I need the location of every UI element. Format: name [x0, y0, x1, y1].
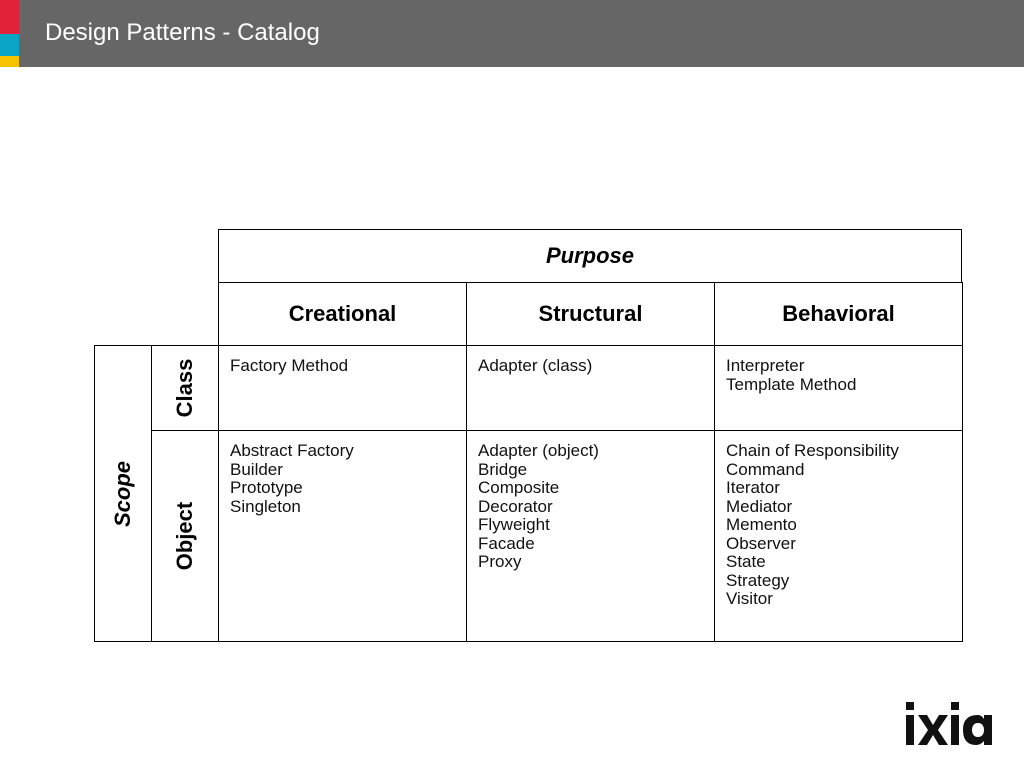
- row-header-object: Object: [151, 430, 219, 642]
- pattern-item: Chain of Responsibility: [726, 441, 899, 460]
- cell-class-creational: Factory Method: [218, 345, 467, 431]
- pattern-item: Visitor: [726, 589, 773, 608]
- pattern-item: Decorator: [478, 496, 553, 516]
- pattern-list: Adapter (class): [478, 356, 593, 376]
- cell-object-creational: Abstract Factory Builder Prototype Singl…: [218, 430, 467, 642]
- pattern-item: Proxy: [478, 552, 522, 571]
- scope-label: Scope: [110, 460, 135, 527]
- pattern-list: Interpreter Template Method: [726, 356, 857, 394]
- category-header-structural: Structural: [466, 282, 715, 346]
- accent-cyan: [0, 34, 19, 56]
- category-label: Behavioral: [782, 301, 895, 326]
- cell-class-behavioral: Interpreter Template Method: [714, 345, 963, 431]
- pattern-item: State: [726, 552, 766, 571]
- accent-yellow: [0, 56, 19, 67]
- row-header-class: Class: [151, 345, 219, 431]
- pattern-item: Facade: [478, 533, 535, 553]
- cell-object-structural: Adapter (object) Bridge Composite Decora…: [466, 430, 715, 642]
- row-label-class: Class: [172, 358, 197, 418]
- purpose-header-cell: Purpose: [218, 229, 962, 283]
- category-label: Creational: [288, 301, 397, 326]
- ixia-logo-icon: [906, 702, 992, 745]
- pattern-list: Factory Method: [230, 356, 349, 376]
- pattern-item: Adapter (class): [478, 356, 593, 375]
- scope-header-cell: Scope: [94, 345, 152, 642]
- pattern-list: Adapter (object) Bridge Composite Decora…: [478, 441, 599, 572]
- pattern-item: Template Method: [726, 374, 857, 394]
- category-header-creational: Creational: [218, 282, 467, 346]
- pattern-item: Strategy: [726, 570, 790, 590]
- pattern-item: Iterator: [726, 478, 780, 497]
- pattern-list: Abstract Factory Builder Prototype Singl…: [230, 441, 354, 516]
- row-label-object: Object: [172, 501, 197, 571]
- pattern-item: Mediator: [726, 496, 793, 516]
- pattern-item: Command: [726, 459, 805, 479]
- pattern-item: Bridge: [478, 459, 528, 479]
- cell-object-behavioral: Chain of Responsibility Command Iterator…: [714, 430, 963, 642]
- accent-red: [0, 0, 19, 34]
- pattern-item: Adapter (object): [478, 441, 599, 460]
- accent-strip: [0, 0, 19, 67]
- cell-class-structural: Adapter (class): [466, 345, 715, 431]
- category-header-behavioral: Behavioral: [714, 282, 963, 346]
- pattern-item: Factory Method: [230, 356, 349, 375]
- pattern-item: Composite: [478, 478, 560, 497]
- slide-title: Design Patterns - Catalog: [45, 19, 320, 46]
- purpose-label: Purpose: [545, 243, 635, 268]
- pattern-item: Builder: [230, 459, 283, 479]
- pattern-item: Abstract Factory: [230, 441, 354, 460]
- pattern-item: Interpreter: [726, 356, 805, 375]
- pattern-item: Memento: [726, 515, 797, 534]
- pattern-item: Singleton: [230, 496, 301, 516]
- category-label: Structural: [538, 301, 643, 326]
- pattern-item: Prototype: [230, 478, 303, 497]
- pattern-list: Chain of Responsibility Command Iterator…: [726, 441, 899, 609]
- pattern-item: Observer: [726, 533, 796, 553]
- pattern-item: Flyweight: [478, 515, 550, 534]
- slide-header: Design Patterns - Catalog: [0, 0, 1024, 67]
